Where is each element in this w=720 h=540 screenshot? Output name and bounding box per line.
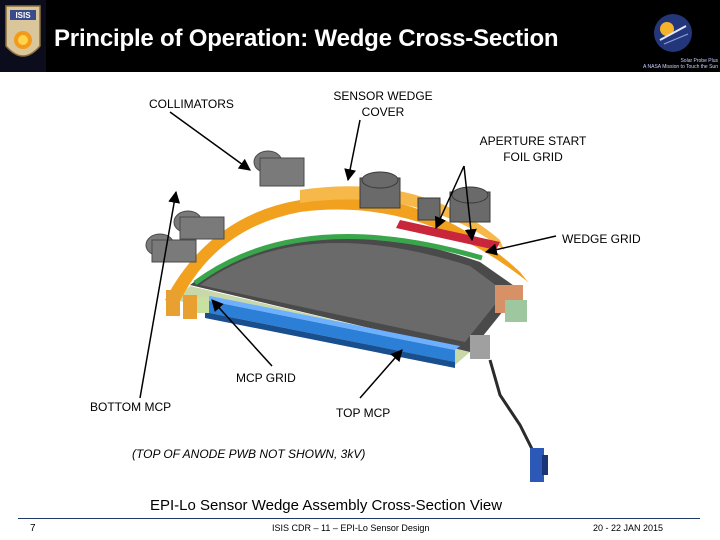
arrow-mcp-grid bbox=[211, 299, 273, 367]
label-sensor-wedge-cover-line2: COVER bbox=[361, 105, 405, 119]
aperture-grid-strip bbox=[396, 220, 500, 250]
label-aperture-start-foil-grid: APERTURE START FOIL GRID bbox=[470, 133, 596, 165]
arrow-aperture-2 bbox=[463, 165, 477, 242]
label-anode-note: (TOP OF ANODE PWB NOT SHOWN, 3kV) bbox=[132, 447, 366, 461]
label-aperture-line1: APERTURE START bbox=[479, 134, 587, 148]
label-bottom-mcp: BOTTOM MCP bbox=[90, 400, 172, 414]
collimator-cluster-right bbox=[359, 171, 491, 223]
figure-caption: EPI-Lo Sensor Wedge Assembly Cross-Secti… bbox=[150, 497, 503, 514]
mcp-blue-plate bbox=[205, 300, 455, 362]
arrow-sensor-cover bbox=[344, 119, 361, 182]
label-sensor-wedge-cover: SENSOR WEDGE COVER bbox=[322, 88, 444, 120]
footer-date: 20 - 22 JAN 2015 bbox=[593, 523, 664, 533]
footer-divider bbox=[18, 518, 700, 519]
wedge-grid-arc bbox=[193, 234, 483, 286]
slide-header: ISIS Principle of Operation: Wedge Cross… bbox=[0, 0, 720, 72]
arrow-bottom-mcp bbox=[139, 190, 181, 399]
label-sensor-wedge-cover-line1: SENSOR WEDGE bbox=[333, 89, 433, 103]
footer-document-title: ISIS CDR – 11 – EPI-Lo Sensor Design bbox=[272, 523, 430, 533]
slide-footer: 7 ISIS CDR – 11 – EPI-Lo Sensor Design 2… bbox=[0, 518, 720, 540]
collimator-cluster-left bbox=[145, 150, 305, 263]
label-aperture-line2: FOIL GRID bbox=[503, 150, 563, 164]
arrow-aperture-1 bbox=[434, 165, 465, 230]
svg-text:ISIS: ISIS bbox=[15, 11, 31, 20]
page-number: 7 bbox=[30, 523, 36, 534]
isis-logo-icon: ISIS bbox=[0, 0, 46, 72]
label-wedge-grid: WEDGE GRID bbox=[562, 232, 641, 246]
arrow-wedge-grid bbox=[484, 235, 557, 256]
arrow-collimators bbox=[169, 111, 251, 171]
cable-connector bbox=[530, 448, 544, 482]
label-collimators: COLLIMATORS bbox=[149, 97, 234, 111]
arrow-top-mcp bbox=[359, 349, 403, 399]
solar-probe-logo-icon bbox=[654, 14, 692, 52]
flex-cable bbox=[488, 359, 537, 456]
page-title: Principle of Operation: Wedge Cross-Sect… bbox=[54, 25, 559, 52]
label-top-mcp: TOP MCP bbox=[336, 406, 391, 420]
label-mcp-grid: MCP GRID bbox=[236, 371, 296, 385]
